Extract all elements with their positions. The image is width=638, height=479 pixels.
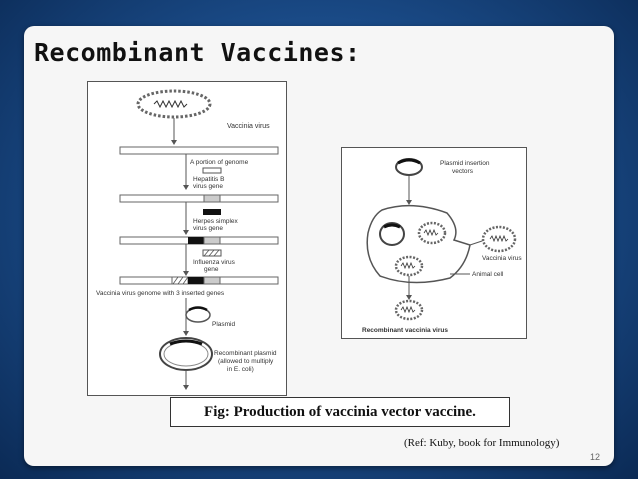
cell-diagram: Plasmid insertion vectors Vaccinia virus… (362, 158, 522, 334)
vaccinia-virus-label: Vaccinia virus (482, 255, 522, 262)
hepatitis-b-label-1: Hepatitis B (193, 176, 224, 183)
influenza-label-2: gene (204, 266, 219, 273)
hepatitis-b-label-2: virus gene (193, 183, 223, 190)
arrowhead-3 (183, 230, 189, 235)
plasmid-label: Plasmid (212, 321, 236, 328)
herpes-label-1: Herpes simplex (193, 218, 239, 225)
recombinant-insert (169, 339, 203, 346)
virus-in-cell-1 (417, 221, 447, 245)
arrowhead-1 (171, 140, 177, 145)
recombinant-plasmid-graphic (159, 337, 213, 371)
influenza-hatch (203, 249, 220, 257)
recombinant-vaccinia-figure: Plasmid insertion vectors Vaccinia virus… (341, 147, 527, 339)
reference-text: (Ref: Kuby, book for Immunology) (404, 437, 560, 449)
herpes-label-2: virus gene (193, 225, 223, 232)
arrowhead-out (406, 295, 412, 300)
hepatitis-insert (203, 194, 221, 203)
arrowhead-5 (183, 331, 189, 336)
influenza-insert-hatch (172, 276, 189, 285)
slide-title: Recombinant Vaccines: (34, 38, 361, 67)
animal-cell-label: Animal cell (472, 271, 504, 278)
vaccinia-virus-graphic (136, 89, 212, 119)
plasmid-insertion-label-2: vectors (452, 168, 474, 175)
page-number: 12 (590, 452, 601, 462)
genome-bar-1 (119, 146, 279, 155)
arrowhead-to-cell (406, 200, 412, 205)
virus-entry-arrow (469, 240, 483, 246)
arrowhead-4 (183, 271, 189, 276)
hepatitis-insert-3 (203, 276, 221, 285)
vaccinia-genome-insertion-figure: Vaccinia virus A portion of genome Hepat… (87, 81, 287, 396)
external-virus-dna (489, 234, 509, 243)
virus-dna-1 (423, 228, 439, 237)
recombinant-plasmid-label-2: (allowed to multiply (218, 358, 274, 365)
herpes-insert (188, 237, 204, 244)
virus-dna-2 (400, 261, 416, 270)
plasmid-in-cell (379, 222, 405, 246)
insertion-plasmid-insert (397, 158, 421, 165)
virus-in-cell-2 (394, 255, 424, 277)
arrowhead-6 (183, 385, 189, 390)
plasmid-in-cell-insert (383, 223, 401, 229)
portion-of-genome-label: A portion of genome (190, 159, 249, 166)
recombinant-plasmid-label-1: Recombinant plasmid (214, 350, 277, 357)
recombinant-vaccinia-label: Recombinant vaccinia virus (362, 327, 448, 334)
herpes-insert-2 (188, 277, 204, 284)
figure-caption: Fig: Production of vaccinia vector vacci… (170, 397, 510, 427)
plasmid-insert (188, 306, 208, 312)
recombinant-virus-graphic (394, 299, 424, 321)
herpes-gene (203, 209, 221, 215)
genome-diagram: Vaccinia virus A portion of genome Hepat… (96, 89, 279, 390)
hepatitis-insert-2 (203, 236, 221, 245)
vaccinia-virus-label: Vaccinia virus (227, 123, 270, 130)
recombinant-virus-dna (400, 305, 416, 314)
genome-3-genes-label: Vaccinia virus genome with 3 inserted ge… (96, 290, 225, 297)
recombinant-plasmid-label-3: in E. coli) (227, 366, 254, 373)
genome-bar-2 (119, 194, 279, 203)
arrowhead-2 (183, 185, 189, 190)
plasmid-insertion-label-1: Plasmid insertion (440, 160, 490, 167)
influenza-label-1: Influenza virus (193, 259, 236, 266)
hepatitis-b-gene (202, 167, 222, 174)
